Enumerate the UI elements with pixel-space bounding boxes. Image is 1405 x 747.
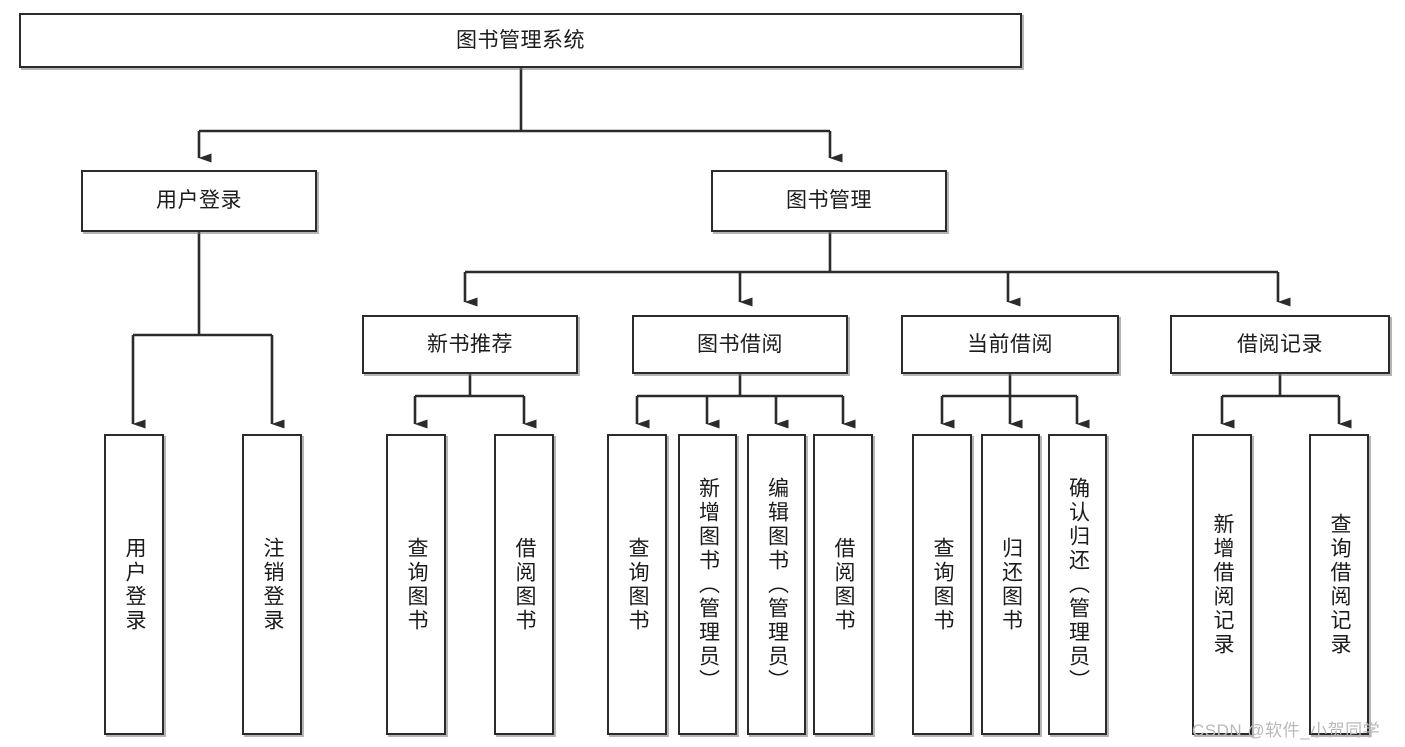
leaf-book-borrow-add[interactable]: 新增图书（管理员） <box>678 434 737 735</box>
leaf-new-book-borrow[interactable]: 借阅图书 <box>494 434 554 735</box>
leaf-user-login-login[interactable]: 用户登录 <box>104 434 164 735</box>
node-book-borrow[interactable]: 图书借阅 <box>632 315 848 374</box>
leaf-borrow-record-add[interactable]: 新增借阅记录 <box>1192 434 1252 735</box>
node-label: 用户登录 <box>123 536 147 633</box>
node-user-login[interactable]: 用户登录 <box>81 170 317 232</box>
leaf-book-borrow-query[interactable]: 查询图书 <box>607 434 667 735</box>
node-label: 新书推荐 <box>427 332 513 356</box>
node-label: 图书管理系统 <box>456 28 585 52</box>
leaf-borrow-record-query[interactable]: 查询借阅记录 <box>1309 434 1369 735</box>
node-label: 编辑图书（管理员） <box>765 476 789 693</box>
node-label: 当前借阅 <box>967 332 1053 356</box>
node-label: 查询图书 <box>931 536 955 633</box>
node-borrow-record[interactable]: 借阅记录 <box>1170 315 1390 374</box>
node-label: 图书借阅 <box>697 332 783 356</box>
node-label: 用户登录 <box>156 189 242 213</box>
leaf-current-borrow-confirm[interactable]: 确认归还（管理员） <box>1048 434 1107 735</box>
leaf-current-borrow-query[interactable]: 查询图书 <box>912 434 972 735</box>
node-root-book-management-system[interactable]: 图书管理系统 <box>19 13 1022 68</box>
node-label: 确认归还（管理员） <box>1066 476 1090 693</box>
csdn-watermark: CSDN @软件_小贺同学 <box>1192 721 1381 740</box>
node-label: 归还图书 <box>999 536 1023 633</box>
node-label: 借阅图书 <box>832 536 856 633</box>
leaf-book-borrow-edit[interactable]: 编辑图书（管理员） <box>747 434 806 735</box>
node-current-borrow[interactable]: 当前借阅 <box>901 315 1119 374</box>
leaf-user-login-logout[interactable]: 注销登录 <box>242 434 302 735</box>
leaf-new-book-query[interactable]: 查询图书 <box>386 434 446 735</box>
node-label: 借阅记录 <box>1237 332 1323 356</box>
leaf-book-borrow-borrow[interactable]: 借阅图书 <box>813 434 873 735</box>
node-label: 新增图书（管理员） <box>696 476 720 693</box>
leaf-current-borrow-return[interactable]: 归还图书 <box>981 434 1040 735</box>
node-book-management[interactable]: 图书管理 <box>711 170 947 232</box>
node-label: 注销登录 <box>261 536 285 633</box>
node-label: 新增借阅记录 <box>1211 512 1235 657</box>
node-label: 查询图书 <box>626 536 650 633</box>
node-label: 查询借阅记录 <box>1328 512 1352 657</box>
node-label: 借阅图书 <box>513 536 537 633</box>
node-new-book-recommend[interactable]: 新书推荐 <box>362 315 578 374</box>
node-label: 图书管理 <box>786 189 872 213</box>
node-label: 查询图书 <box>405 536 429 633</box>
